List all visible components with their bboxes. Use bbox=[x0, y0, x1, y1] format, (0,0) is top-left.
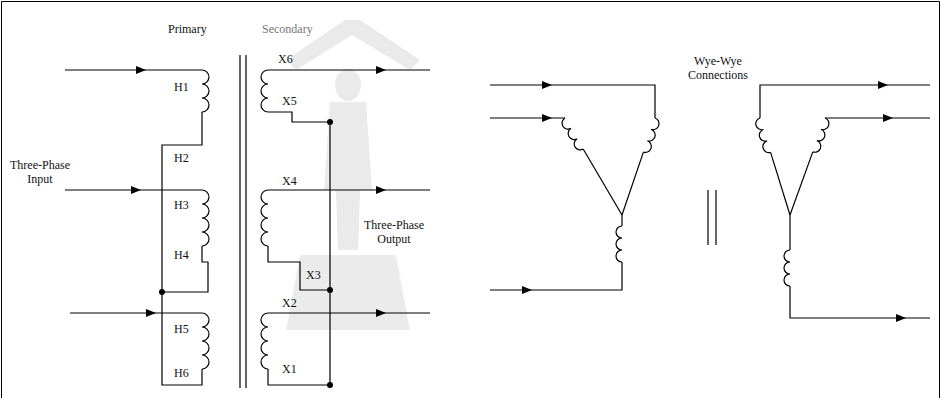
terminal-label: H1 bbox=[174, 80, 189, 94]
primary-coil bbox=[202, 313, 209, 369]
arrowhead bbox=[376, 186, 386, 194]
terminal-label: H3 bbox=[174, 198, 189, 212]
arrowhead bbox=[542, 81, 552, 89]
primary-coil bbox=[202, 70, 209, 112]
input-wire bbox=[70, 312, 202, 313]
arrowhead bbox=[878, 81, 888, 89]
terminal-label: X1 bbox=[282, 362, 297, 376]
arrowhead bbox=[131, 186, 141, 194]
junction-dot bbox=[327, 119, 333, 125]
arrowhead bbox=[376, 309, 386, 317]
wye-wire bbox=[622, 152, 643, 215]
arrowhead bbox=[883, 114, 893, 122]
terminal-label: X3 bbox=[306, 268, 321, 282]
output-wire bbox=[268, 312, 430, 313]
wye-wire bbox=[790, 152, 813, 215]
wye-wire bbox=[771, 152, 790, 215]
terminal-label: H2 bbox=[174, 151, 189, 165]
transformer-core bbox=[240, 55, 246, 388]
wye-wire bbox=[790, 286, 930, 318]
input-wire bbox=[65, 69, 202, 70]
neutral-wire bbox=[268, 246, 330, 290]
primary-coil bbox=[202, 190, 209, 246]
wye-coil bbox=[643, 118, 660, 154]
terminal-label: H5 bbox=[174, 322, 189, 336]
terminal-label: H6 bbox=[174, 366, 189, 380]
arrowhead bbox=[146, 309, 156, 317]
secondary-coil bbox=[261, 70, 268, 112]
arrowhead bbox=[136, 66, 146, 74]
neutral-wire bbox=[162, 112, 202, 385]
input-label: Three-Phase Input bbox=[4, 158, 76, 186]
terminal-label: H4 bbox=[174, 248, 189, 262]
terminal-label: X4 bbox=[282, 174, 297, 188]
wye-wire bbox=[490, 262, 622, 290]
wye-wire bbox=[583, 149, 622, 215]
neutral-wire bbox=[162, 246, 208, 292]
junction-dots bbox=[159, 119, 333, 388]
junction-dot bbox=[327, 382, 333, 388]
wye-wire bbox=[789, 215, 790, 250]
wye-coil bbox=[784, 250, 790, 286]
wye-coil bbox=[813, 118, 831, 154]
wye-arrowheads bbox=[522, 81, 906, 322]
terminal-label: X6 bbox=[278, 52, 293, 66]
wye-wire bbox=[490, 117, 565, 118]
section-heading: Primary bbox=[168, 22, 207, 36]
junction-dot bbox=[327, 287, 333, 293]
arrowhead bbox=[522, 286, 532, 294]
output-label: Three-Phase Output bbox=[352, 218, 436, 246]
wye-wire bbox=[760, 85, 930, 118]
wye-secondary bbox=[754, 85, 930, 318]
output-wire bbox=[268, 69, 430, 70]
watermark-figure bbox=[286, 20, 420, 330]
terminal-label: X5 bbox=[282, 94, 297, 108]
wye-coil bbox=[616, 226, 622, 262]
connection-title: Wye-Wye Connections bbox=[676, 54, 760, 82]
wye-wire bbox=[490, 85, 655, 118]
arrowhead bbox=[376, 66, 386, 74]
wye-coil bbox=[560, 118, 583, 152]
output-wire bbox=[268, 189, 430, 190]
arrowheads bbox=[131, 66, 386, 317]
wye-primary bbox=[490, 85, 661, 290]
arrowhead bbox=[542, 114, 552, 122]
wye-wire bbox=[825, 117, 930, 118]
arrowhead bbox=[896, 314, 906, 322]
secondary-coil bbox=[261, 190, 268, 246]
neutral-wire bbox=[268, 112, 330, 385]
wye-coil bbox=[754, 118, 770, 154]
terminal-label: X2 bbox=[282, 296, 297, 310]
wye-wire bbox=[621, 215, 622, 226]
wye-core bbox=[708, 190, 716, 245]
secondary-coil bbox=[261, 313, 268, 369]
section-heading: Secondary bbox=[262, 22, 313, 36]
junction-dot bbox=[159, 289, 165, 295]
